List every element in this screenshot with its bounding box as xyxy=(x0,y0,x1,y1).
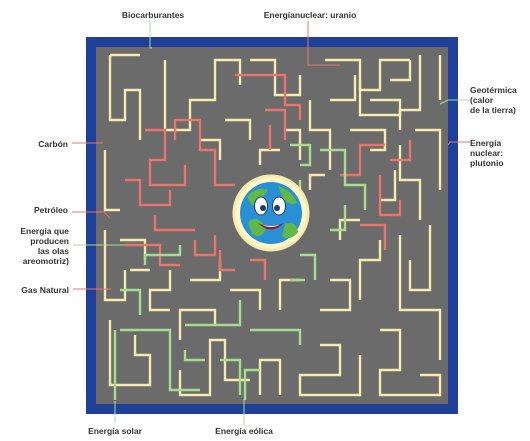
label-energia-solar: Energía solar xyxy=(88,426,142,436)
maze-walls-yellow xyxy=(103,53,442,397)
label-geotermica: Geotérmica (calor de la tierra) xyxy=(470,85,517,115)
label-biocarburantes: Biocarburantes xyxy=(121,10,185,20)
label-petroleo: Petróleo xyxy=(33,205,68,215)
label-energia-eolica: Energía eólica xyxy=(215,426,273,436)
maze-walls-green xyxy=(113,143,367,400)
label-nuclear-uranio: Energíanuclear: uranio xyxy=(263,10,357,20)
earth-character-icon xyxy=(232,174,310,252)
label-nuclear-plutonio: Energía nuclear: plutonio xyxy=(470,138,504,168)
label-gas-natural: Gas Natural xyxy=(21,285,69,295)
label-carbon: Carbón xyxy=(38,139,68,149)
label-olas: Energía que producen las olas areomotriz… xyxy=(20,226,69,266)
leader-lines xyxy=(72,20,470,425)
